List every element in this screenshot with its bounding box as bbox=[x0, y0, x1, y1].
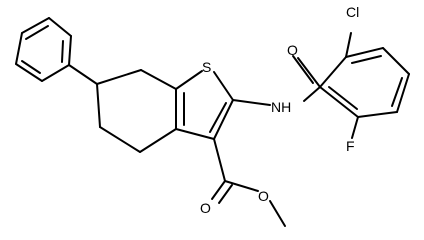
methyl-ester bbox=[211, 138, 286, 227]
halobenzene-ring bbox=[319, 32, 410, 139]
chemical-structure-diagram: S NH O Cl F O O bbox=[15, 4, 410, 227]
cyclohexene-ring bbox=[96, 69, 177, 153]
ester-carbonyl-oxygen-label: O bbox=[200, 200, 211, 216]
amide-carbonyl-oxygen-label: O bbox=[287, 42, 298, 58]
chlorine-label: Cl bbox=[346, 4, 359, 20]
ester-ether-oxygen-label: O bbox=[258, 188, 269, 204]
fluorine-label: F bbox=[346, 138, 355, 154]
amide-linkage bbox=[232, 55, 321, 106]
phenyl-attachment-bond bbox=[68, 64, 98, 85]
amide-nitrogen-label: NH bbox=[271, 99, 291, 115]
phenyl-ring bbox=[15, 17, 72, 82]
sulfur-label: S bbox=[202, 59, 211, 75]
thiophene-ring bbox=[175, 70, 234, 140]
